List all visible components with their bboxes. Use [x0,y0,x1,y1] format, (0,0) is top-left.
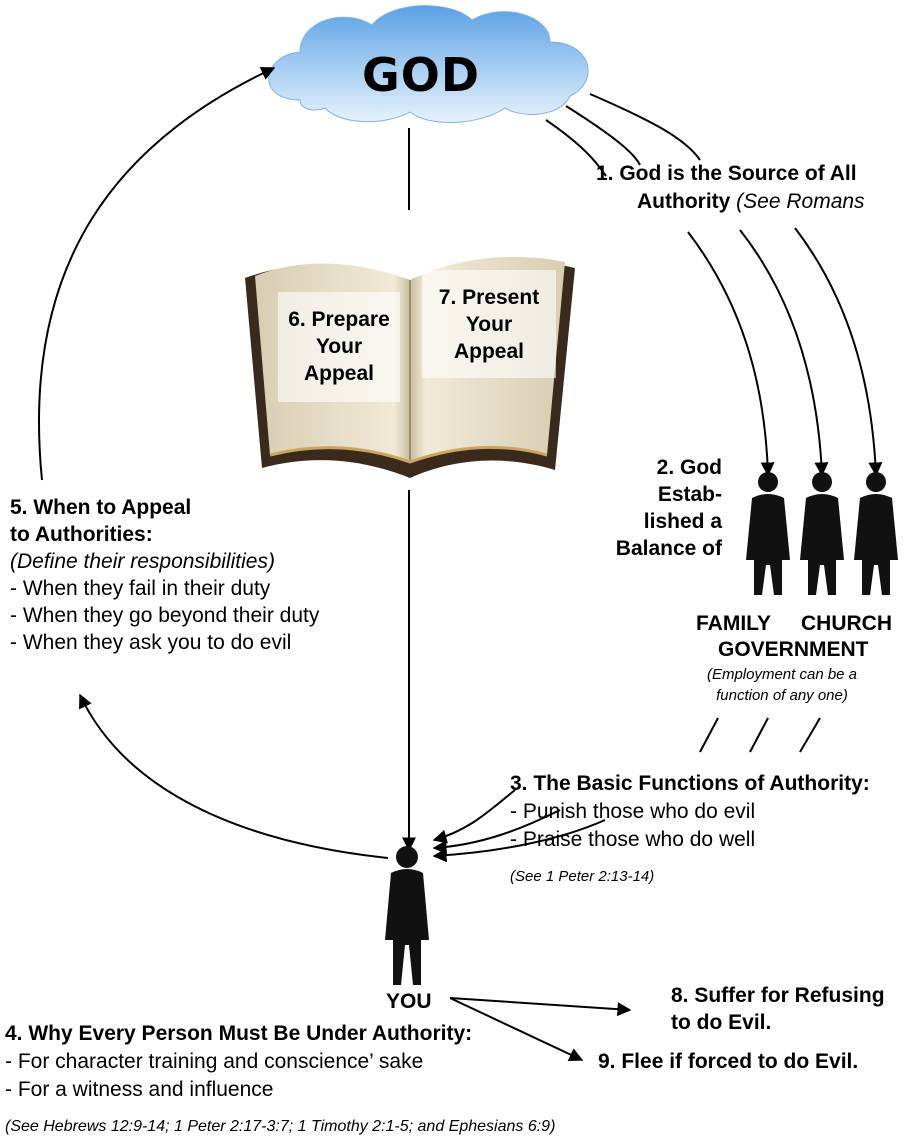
functions-title: 3. The Basic Functions of Authority: [510,772,870,795]
prepare-line: Your [315,335,363,358]
employment-note-line: function of any one) [716,687,848,704]
you-to-suffer-arrow [449,997,632,1017]
prepare-box [278,292,400,402]
you-to-appeal-arc [79,693,389,859]
source-title-line2: Authority (See Romans [637,188,865,215]
god-label: GOD [362,48,481,102]
suffer-label: 8. Suffer for Refusing to do Evil. [671,982,885,1036]
functions-item: - Praise those who do well [510,828,756,851]
church-label: CHURCH [801,612,892,635]
arrows-to-authorities [687,227,883,477]
employment-note: (Employment can be a function of any one… [694,664,870,706]
balance-line: Balance of [615,537,722,560]
functions-to-you-arrows [432,789,606,863]
source-reference: (See Romans [736,190,865,213]
church-figure [800,472,844,595]
appeal-when-title: 5. When to Appeal [10,496,192,519]
government-figure [854,472,898,595]
appeal-when-subtitle: (Define their responsibilities) [10,550,275,573]
why-item: - For a witness and influence [5,1078,274,1101]
suffer-line: 8. Suffer for Refusing [671,984,885,1007]
present-line: 7. Present [438,286,540,309]
balance-line: lished a [643,510,722,533]
appeal-when-block: 5. When to Appeal to Authorities: (Defin… [10,494,319,656]
institution-slashes [699,717,821,753]
government-label: GOVERNMENT [718,638,869,661]
functions-item: - Punish those who do evil [510,800,756,823]
present-appeal-label: 7. Present Your Appeal [424,284,554,365]
why-item: - For character training and conscience’… [5,1050,424,1073]
prepare-line: 6. Prepare [288,308,390,331]
why-title: 4. Why Every Person Must Be Under Author… [5,1022,473,1045]
appeal-when-title: to Authorities: [10,523,153,546]
functions-reference: (See 1 Peter 2:13-14) [510,868,655,885]
appeal-arc-to-god [38,67,276,481]
appeal-when-item: - When they ask you to do evil [10,631,292,654]
authority-figures [746,472,898,595]
god-cloud [268,5,589,124]
prepare-line: Appeal [303,362,374,385]
source-authority-word: Authority [637,190,731,213]
present-line: Appeal [453,340,524,363]
present-line: Your [465,313,513,336]
appeal-when-item: - When they go beyond their duty [10,604,320,627]
why-reference: (See Hebrews 12:9-14; 1 Peter 2:17-3:7; … [5,1118,556,1135]
balance-line: 2. God [656,456,722,479]
family-label: FAMILY [696,612,772,635]
prepare-appeal-label: 6. Prepare Your Appeal [280,306,398,387]
family-figure [746,472,790,595]
balance-line: Estab- [657,483,722,506]
you-figure [385,846,429,985]
employment-note-line: (Employment can be a [706,666,858,683]
suffer-line: to do Evil. [671,1011,772,1034]
present-box [422,270,556,378]
appeal-when-item: - When they fail in their duty [10,577,271,600]
source-title-line1: 1. God is the Source of All [596,162,857,185]
you-to-flee-arrow [449,997,584,1061]
authority-source-arcs [545,93,701,177]
flee-label: 9. Flee if forced to do Evil. [598,1050,859,1073]
you-label: YOU [386,990,432,1013]
balance-text: 2. God Estab- lished a Balance of [590,454,722,562]
